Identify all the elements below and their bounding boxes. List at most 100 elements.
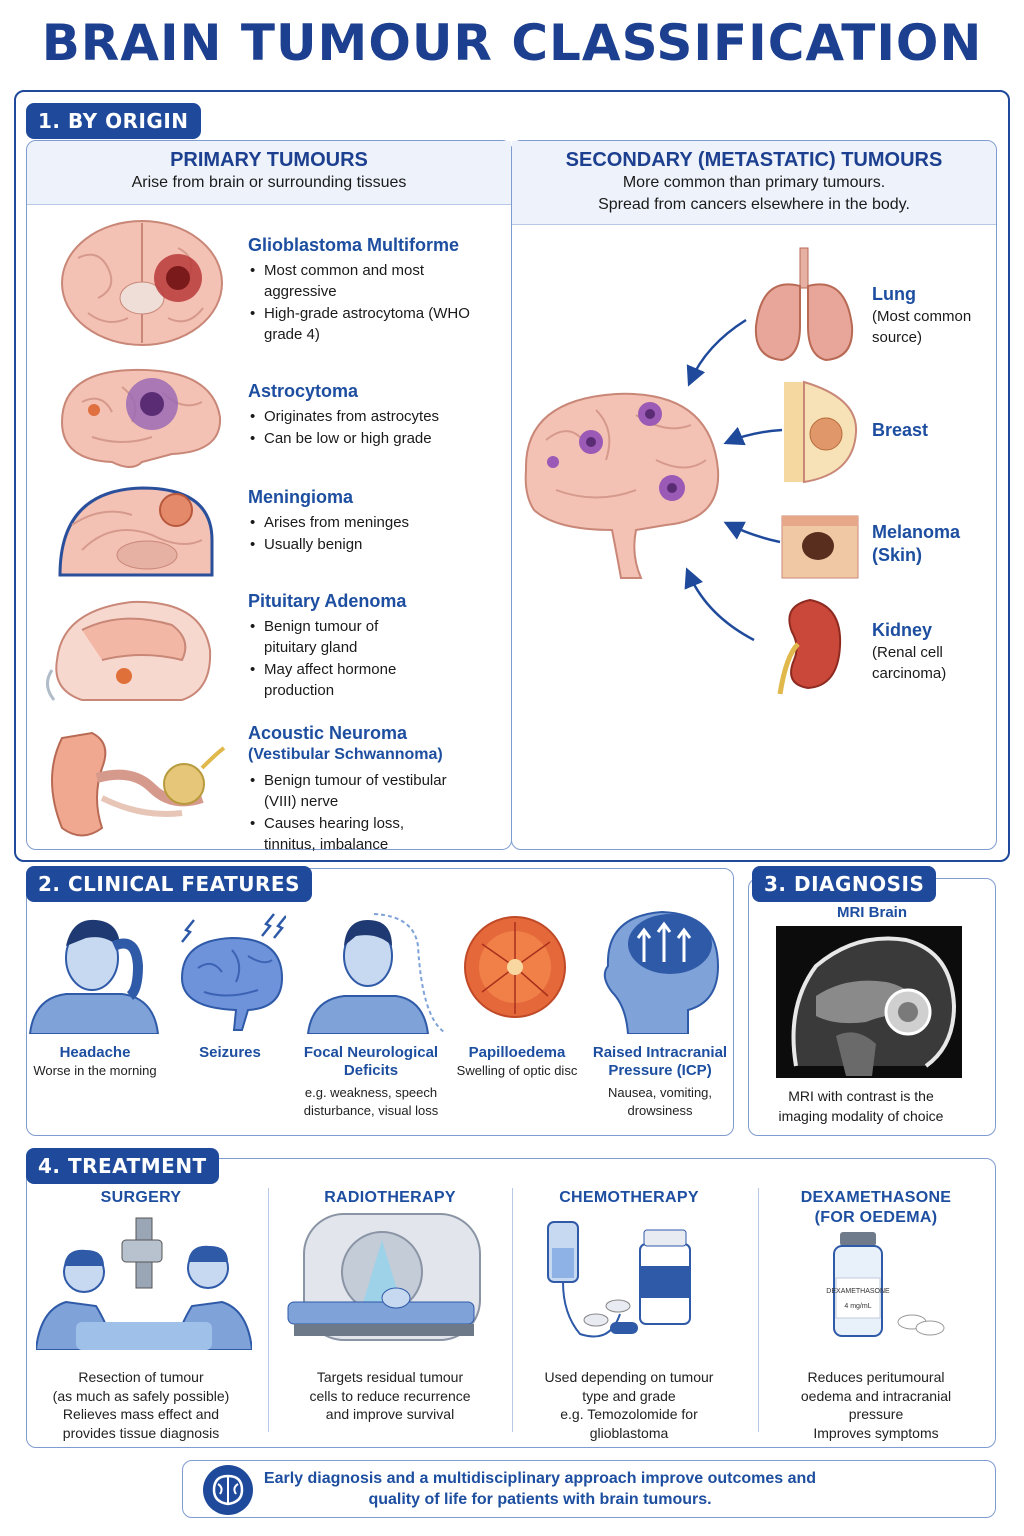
breast-icon — [784, 380, 858, 484]
tumour-name: Pituitary Adenoma — [248, 591, 407, 611]
lung-icon — [754, 247, 854, 362]
mri-heading: MRI Brain — [836, 904, 907, 921]
tumour-name: Meningioma — [248, 487, 354, 507]
footer-text: Early diagnosis and a multidisciplinary … — [263, 1470, 817, 1508]
treatment-line: type and grade — [582, 1387, 676, 1404]
treatment-name: CHEMOTHERAPY — [559, 1189, 699, 1206]
treatment-radiotherapy: RADIOTHERAPY Targets residual tumour cel… — [274, 1188, 506, 1424]
feature-desc: Swelling of optic disc — [456, 1063, 578, 1078]
feature-desc: Worse in the morning — [33, 1063, 157, 1078]
treatment-line: and improve survival — [325, 1406, 455, 1422]
treatment-line: provides tissue diagnosis — [62, 1424, 220, 1441]
brain-badge-icon — [203, 1465, 253, 1515]
feature-name: Focal Neurological Deficits — [303, 1044, 439, 1079]
feature-name: Headache — [59, 1044, 131, 1061]
vial-label-text: DEXAMETHASONE — [826, 1288, 890, 1295]
source-name: Melanoma (Skin) — [872, 522, 961, 565]
tumour-subname: (Vestibular Schwannoma) — [248, 746, 443, 763]
mri-scan-image — [776, 926, 962, 1078]
metastatic-brain-illustration — [524, 392, 720, 579]
treatment-dexamethasone: DEXAMETHASONE (FOR OEDEMA) Reduces perit… — [790, 1188, 962, 1442]
tumour-bullet: Originates from astrocytes — [248, 406, 498, 427]
treatment-tag: 4. TREATMENT — [26, 1148, 219, 1184]
treatment-line: Targets residual tumour — [316, 1369, 464, 1385]
metastasis-arrows — [684, 318, 783, 642]
radiotherapy-icon — [287, 1213, 481, 1341]
tumour-bullet: May affect hormone production — [248, 659, 428, 701]
primary-heading: PRIMARY TUMOURS — [170, 149, 368, 171]
treatment-surgery: SURGERY Resection of tumour (as much as … — [30, 1188, 252, 1442]
tumour-bullet: High-grade astrocytoma (WHO grade 4) — [248, 303, 498, 345]
tumour-bullet: Usually benign — [248, 534, 498, 555]
source-breast: Breast — [872, 419, 992, 442]
treatment-line: oedema and intracranial — [800, 1387, 952, 1404]
secondary-line-1: More common than primary tumours. — [622, 174, 886, 191]
tumour-name: Astrocytoma — [248, 381, 359, 401]
treatment-name: DEXAMETHASONE (FOR OEDEMA) — [800, 1189, 952, 1226]
vial-dose-text: 4 mg/mL — [844, 1303, 871, 1310]
feature-seizures: Seizures — [180, 1044, 280, 1062]
primary-header: PRIMARY TUMOURS Arise from brain or surr… — [27, 141, 511, 205]
source-name: Breast — [872, 420, 929, 440]
skin-icon — [781, 515, 859, 579]
footer-banner — [182, 1460, 996, 1518]
treatment-line: Reduces peritumoural — [807, 1369, 945, 1385]
page-title: BRAIN TUMOUR CLASSIFICATION — [41, 14, 983, 72]
tumour-bullet: Most common and most aggressive — [248, 260, 498, 302]
treatment-divider — [758, 1188, 759, 1432]
feature-name: Papilloedema — [468, 1044, 566, 1061]
treatment-divider — [268, 1188, 269, 1432]
feature-name: Raised Intracranial Pressure (ICP) — [592, 1044, 728, 1079]
astrocytoma-illustration — [60, 368, 222, 468]
acoustic-neuroma-illustration — [51, 731, 226, 837]
origin-tag: 1. BY ORIGIN — [26, 103, 201, 139]
diagnosis-tag: 3. DIAGNOSIS — [752, 866, 937, 902]
diagnosis-caption: MRI with contrast is the imaging modalit… — [778, 1088, 944, 1124]
treatment-line: Used depending on tumour — [544, 1369, 714, 1385]
treatment-line: e.g. Temozolomide for — [560, 1406, 698, 1422]
chemotherapy-icon — [547, 1221, 691, 1338]
treatment-line: Improves symptoms — [813, 1424, 939, 1441]
secondary-heading: SECONDARY (METASTATIC) TUMOURS — [565, 149, 943, 171]
source-melanoma: Melanoma (Skin) — [872, 521, 972, 567]
treatment-line: pressure — [848, 1406, 904, 1422]
seizures-icon — [180, 913, 286, 1031]
source-lung: Lung (Most common source) — [872, 283, 992, 348]
source-note: (Renal cell carcinoma) — [872, 644, 947, 682]
meningioma-illustration — [58, 486, 214, 577]
feature-focal-deficits: Focal Neurological Deficits e.g. weaknes… — [296, 1044, 446, 1120]
dexamethasone-icon: DEXAMETHASONE 4 mg/mL — [826, 1232, 945, 1337]
secondary-line-2: Spread from cancers elsewhere in the bod… — [598, 196, 910, 213]
tumour-name: Acoustic Neuroma — [248, 723, 408, 743]
treatment-chemotherapy: CHEMOTHERAPY Used depending on tumour ty… — [516, 1188, 742, 1442]
source-note: (Most common source) — [872, 308, 972, 346]
treatment-line: (as much as safely possible) — [52, 1387, 230, 1404]
treatment-line: cells to reduce recurrence — [309, 1387, 471, 1404]
secondary-header: SECONDARY (METASTATIC) TUMOURS More comm… — [512, 141, 996, 225]
tumour-astrocytoma: Astrocytoma Originates from astrocytes C… — [248, 380, 498, 450]
source-name: Lung — [872, 284, 916, 304]
primary-subheading: Arise from brain or surrounding tissues — [131, 174, 407, 191]
treatment-line: Relieves mass effect and — [62, 1406, 220, 1422]
tumour-pituitary: Pituitary Adenoma Benign tumour of pitui… — [248, 590, 428, 702]
feature-papilloedema: Papilloedema Swelling of optic disc — [452, 1044, 582, 1080]
papilloedema-icon — [464, 916, 566, 1018]
raised-icp-icon — [603, 910, 720, 1034]
tumour-acoustic-neuroma: Acoustic Neuroma (Vestibular Schwannoma)… — [248, 722, 458, 856]
tumour-name: Glioblastoma Multiforme — [248, 235, 460, 255]
treatment-divider — [512, 1188, 513, 1432]
glioblastoma-illustration — [61, 220, 223, 346]
feature-raised-icp: Raised Intracranial Pressure (ICP) Nause… — [592, 1044, 728, 1120]
tumour-bullet: Can be low or high grade — [248, 428, 498, 449]
treatment-line: Resection of tumour — [78, 1369, 204, 1385]
tumour-bullet: Causes hearing loss, tinnitus, imbalance — [248, 813, 458, 855]
feature-desc: e.g. weakness, speech disturbance, visua… — [303, 1085, 439, 1118]
headache-icon — [28, 919, 160, 1034]
tumour-glioblastoma: Glioblastoma Multiforme Most common and … — [248, 234, 498, 346]
feature-desc: Nausea, vomiting, drowsiness — [607, 1085, 713, 1118]
feature-name: Seizures — [199, 1044, 261, 1061]
source-name: Kidney — [872, 620, 933, 640]
tumour-bullet: Benign tumour of pituitary gland — [248, 616, 428, 658]
kidney-icon — [777, 598, 842, 695]
tumour-bullet: Arises from meninges — [248, 512, 498, 533]
